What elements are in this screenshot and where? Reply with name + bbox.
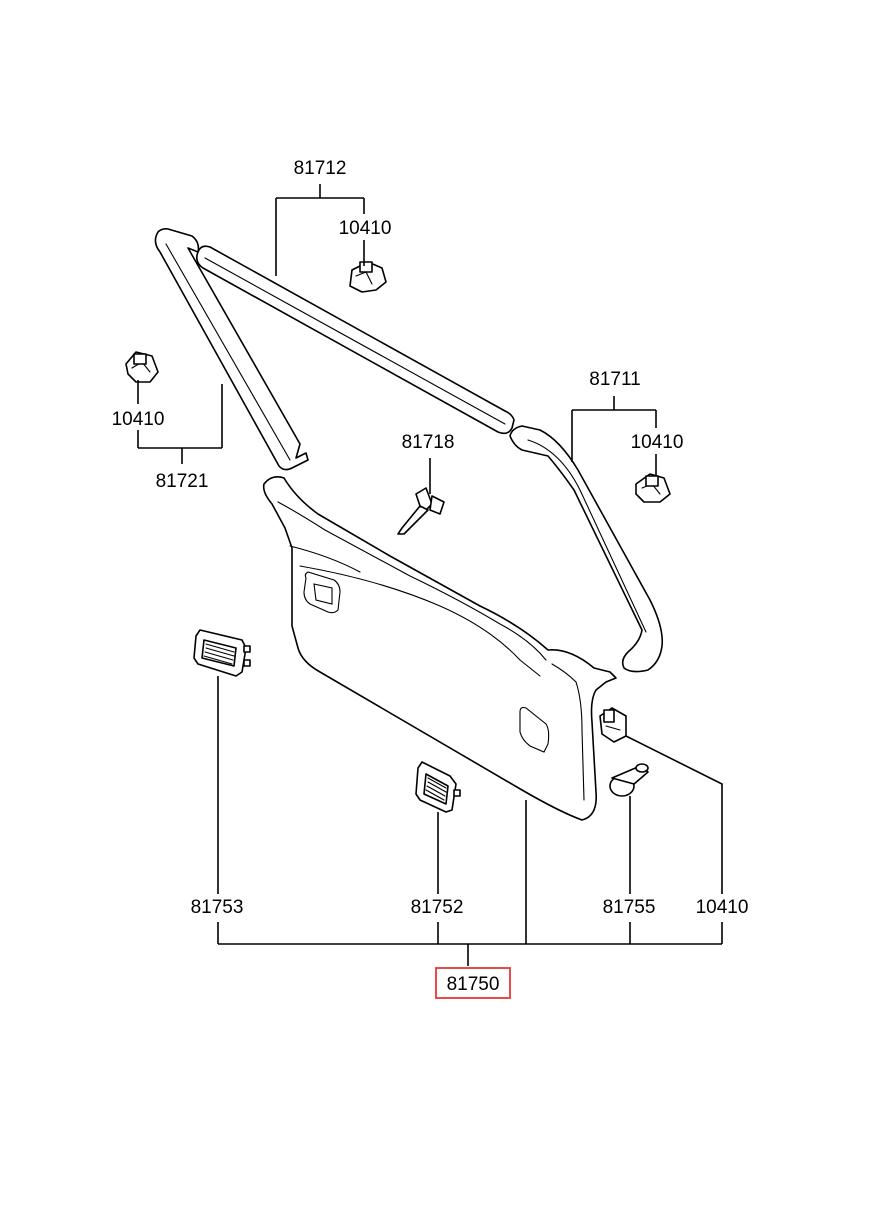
- clip-10410-top[interactable]: [349, 261, 387, 293]
- lower-trim-panel-81750[interactable]: [262, 476, 617, 821]
- upper-trim-81712[interactable]: [196, 245, 515, 435]
- clip-10410-left[interactable]: [125, 351, 159, 383]
- bracket-81718[interactable]: [397, 487, 445, 535]
- clip-10410-right[interactable]: [635, 473, 671, 503]
- vent-81753[interactable]: [193, 629, 251, 677]
- label-10410-bottom[interactable]: 10410: [696, 897, 749, 918]
- leader-lines: [137, 184, 723, 966]
- fastener-81755[interactable]: [609, 763, 649, 797]
- label-81711[interactable]: 81711: [589, 369, 640, 390]
- label-81712[interactable]: 81712: [294, 158, 347, 179]
- label-81752[interactable]: 81752: [411, 897, 464, 918]
- label-81755[interactable]: 81755: [603, 897, 656, 918]
- label-10410-right[interactable]: 10410: [631, 432, 684, 453]
- label-81718[interactable]: 81718: [402, 432, 455, 453]
- label-81753[interactable]: 81753: [191, 897, 244, 918]
- label-81721[interactable]: 81721: [156, 471, 209, 492]
- left-pillar-trim-81721[interactable]: [154, 228, 309, 471]
- label-81750[interactable]: 81750: [447, 974, 500, 995]
- highlight-box-81750: [435, 967, 511, 999]
- right-pillar-trim-81711[interactable]: [509, 425, 664, 673]
- label-10410-top[interactable]: 10410: [339, 218, 392, 239]
- vent-81752[interactable]: [415, 761, 461, 813]
- label-10410-left[interactable]: 10410: [112, 409, 165, 430]
- clip-10410-bottom[interactable]: [599, 707, 627, 743]
